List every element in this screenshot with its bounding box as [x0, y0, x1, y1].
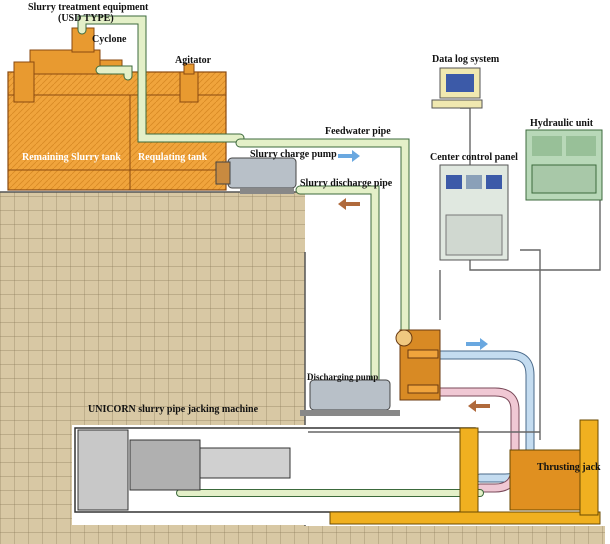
valve-assembly	[395, 329, 441, 401]
label-slurry-treatment: Slurry treatment equipment	[28, 2, 149, 13]
label-usd-type: (USD TYPE)	[58, 13, 114, 24]
label-agitator: Agitator	[175, 55, 212, 66]
feed-arrow-top	[338, 150, 360, 162]
label-slurry-charge-pump: Slurry charge pump	[250, 149, 337, 160]
label-unicorn-machine: UNICORN slurry pipe jacking machine	[88, 404, 259, 415]
pipework	[77, 15, 535, 497]
return-arrow-top	[338, 198, 360, 210]
label-data-log-system: Data log system	[432, 54, 500, 65]
label-remaining-slurry-tank: Remaining Slurry tank	[22, 152, 121, 163]
label-feedwater-pipe: Feedwater pipe	[325, 126, 391, 137]
discharging-pump	[300, 379, 400, 416]
feed-arrow-bottom	[466, 338, 488, 350]
center-control-panel	[439, 164, 509, 261]
label-hydraulic-unit: Hydraulic unit	[530, 118, 594, 129]
hydraulic-unit	[525, 129, 603, 201]
label-thrusting-jack: Thrusting jack	[537, 462, 601, 473]
label-slurry-discharge-pipe: Slurry discharge pipe	[300, 178, 393, 189]
label-discharging-pump: Discharging pump	[307, 372, 378, 382]
label-cyclone: Cyclone	[92, 34, 127, 45]
label-center-control-panel: Center control panel	[430, 152, 518, 163]
flow-arrows	[338, 150, 490, 412]
agitator-unit	[179, 71, 199, 103]
slurry-treatment-equipment	[7, 27, 227, 191]
return-arrow-bottom	[468, 400, 490, 412]
data-log-system	[431, 67, 483, 109]
thrusting-jack-frame	[329, 419, 601, 525]
label-regulating-tank: Requlating tank	[138, 152, 208, 163]
slurry-charge-pump	[215, 157, 297, 194]
